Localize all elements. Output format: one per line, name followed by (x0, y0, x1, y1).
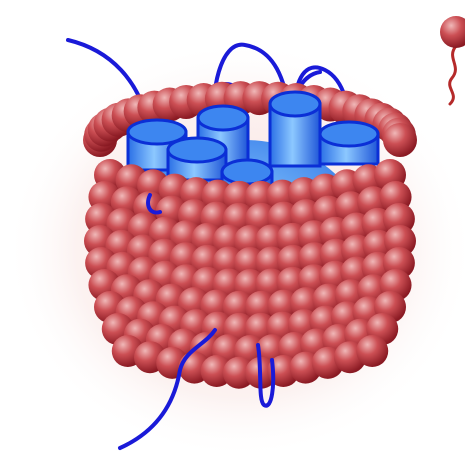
micelle-bead (356, 335, 388, 367)
helix-cylinder-icon (168, 138, 226, 180)
detergent-head (440, 16, 465, 48)
helix-cylinder-icon (270, 92, 320, 166)
detergent-molecule-icon (440, 16, 465, 104)
micelle-bead (383, 123, 417, 157)
detergent-tail (450, 46, 456, 104)
micelle-front-layer (84, 159, 416, 389)
helix-cylinder-icon (320, 122, 378, 164)
